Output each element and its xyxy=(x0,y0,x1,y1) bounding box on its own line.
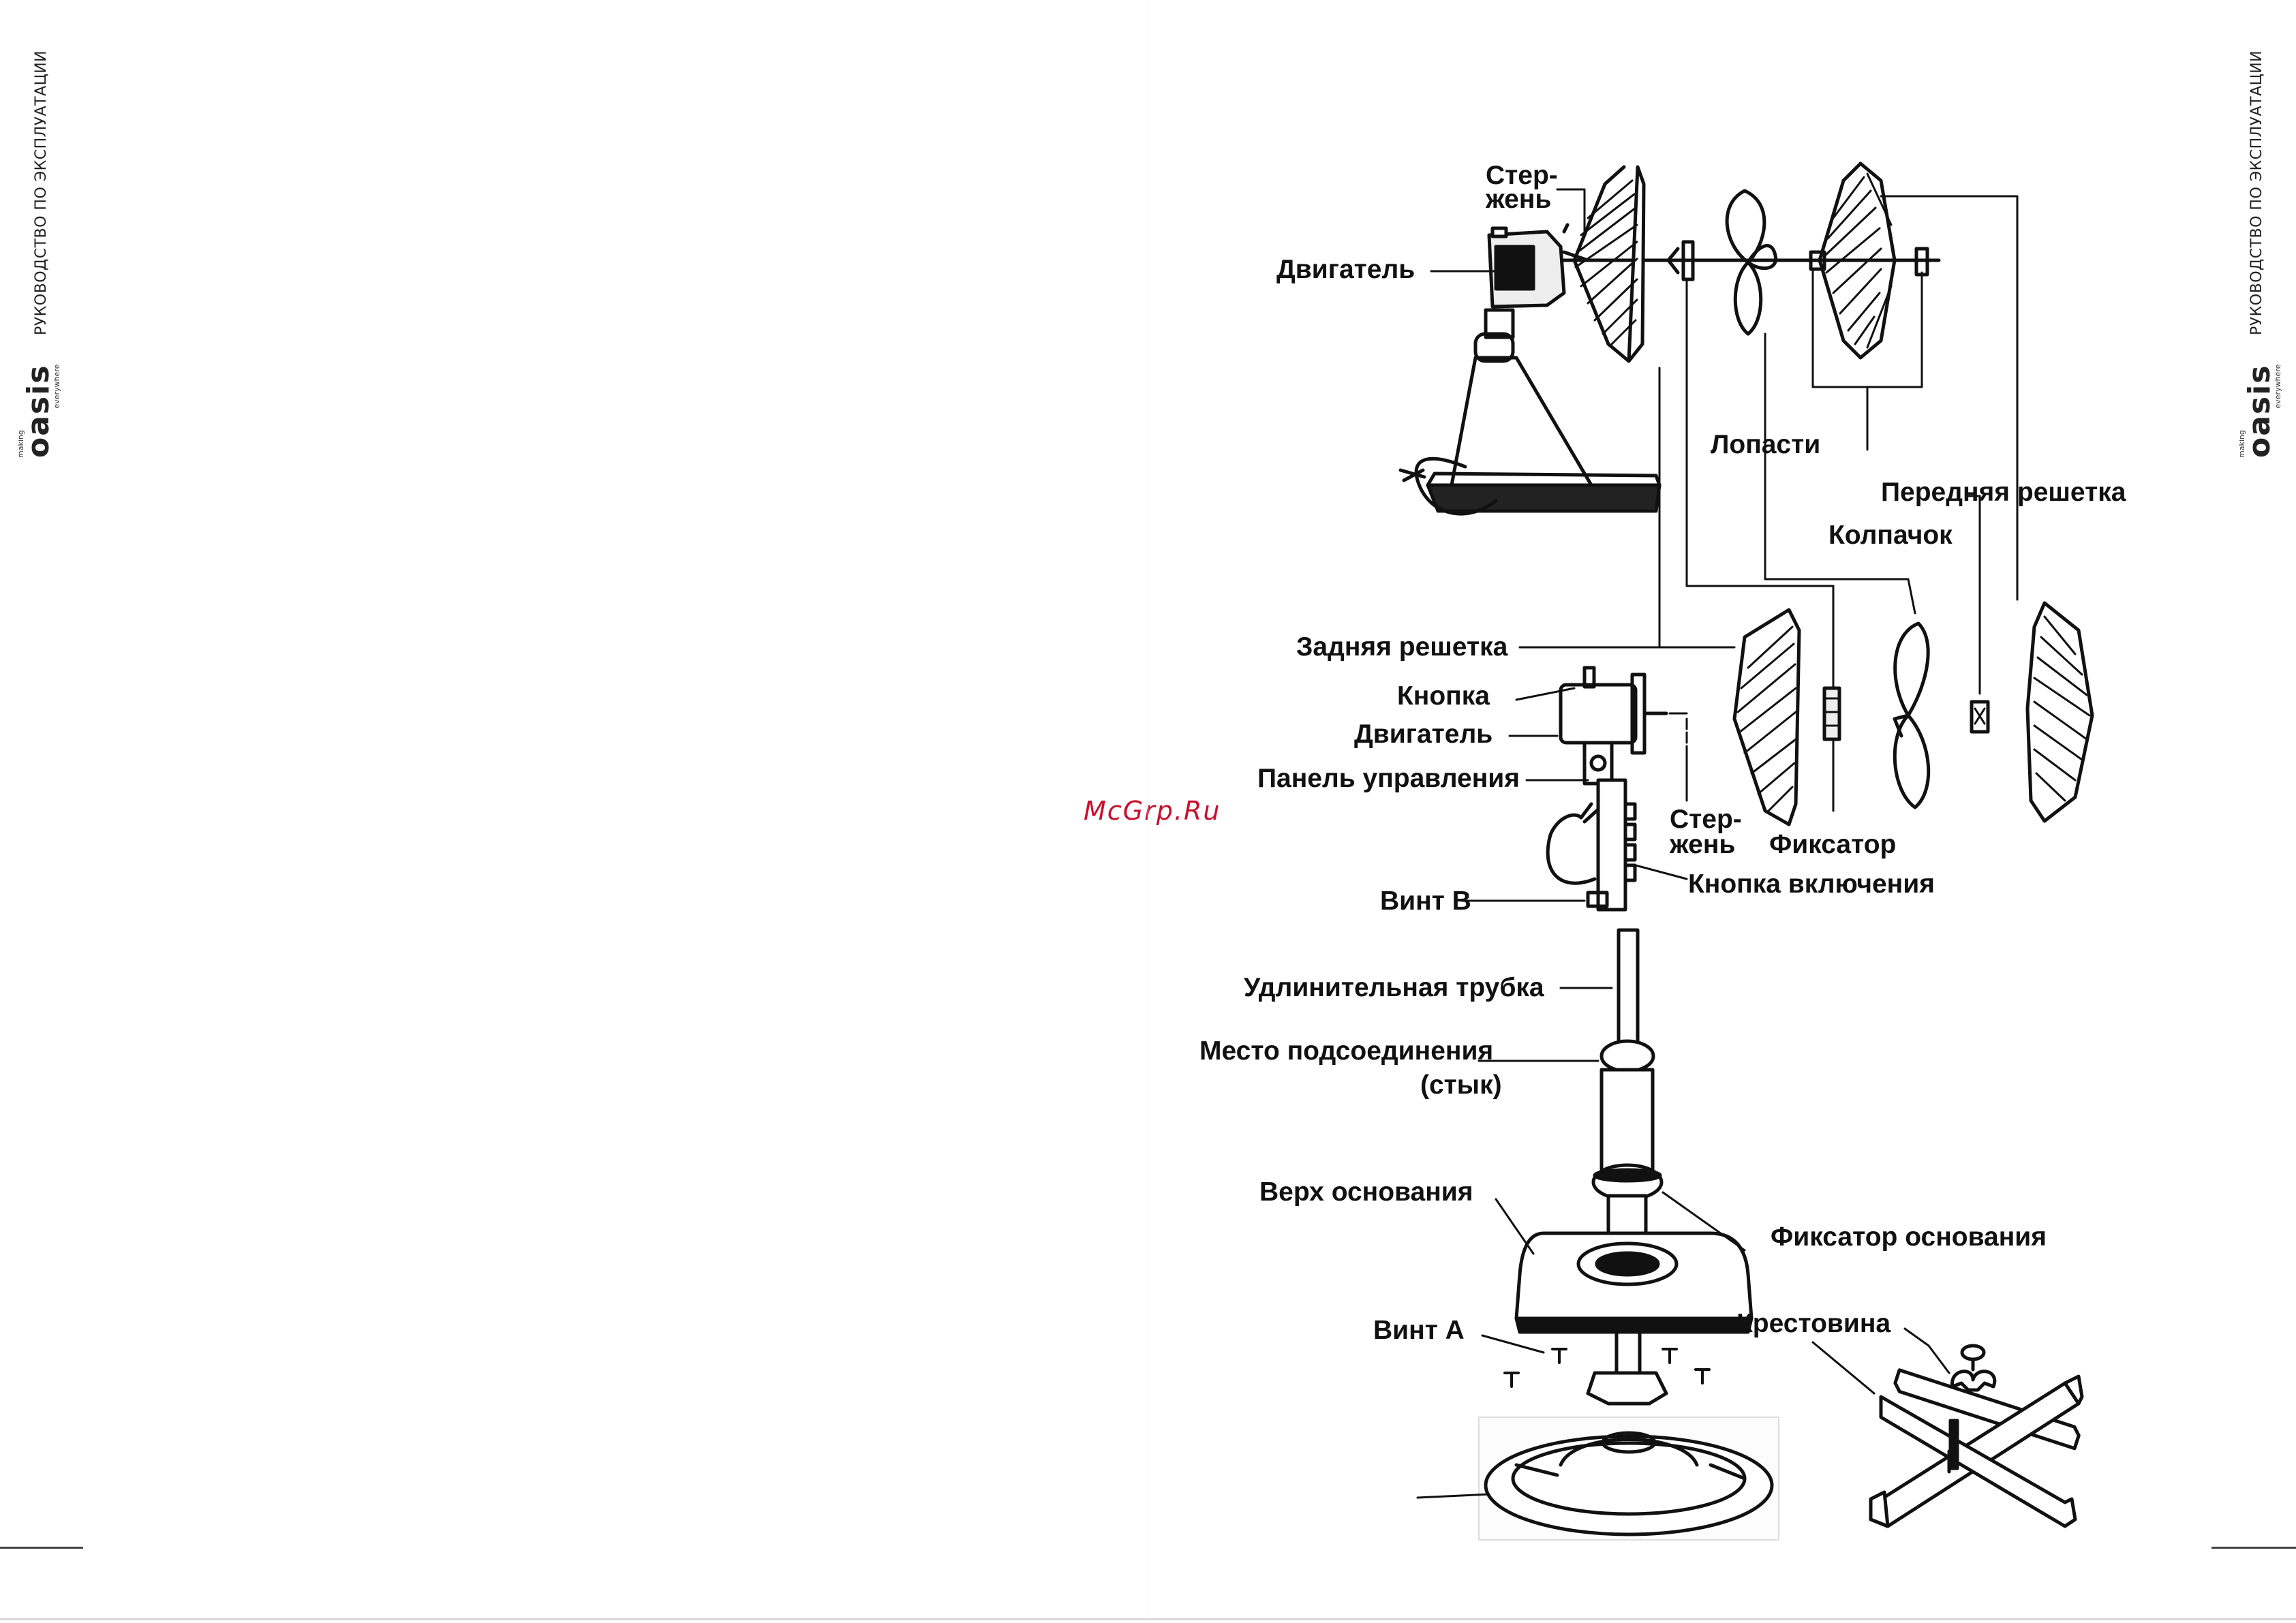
label-rod-2: жень xyxy=(1669,830,1735,859)
label-cap: Колпачок xyxy=(1828,521,1953,550)
label-control-panel: Панель управления xyxy=(1257,764,1520,793)
label-rear-grille: Задняя решетка xyxy=(1296,632,1508,662)
label-power-button: Кнопка включения xyxy=(1688,869,1935,899)
label-screw-b: Винт В xyxy=(1380,886,1471,916)
label-rod-top-2: жень xyxy=(1485,185,1551,214)
label-lock: Фиксатор xyxy=(1769,830,1896,859)
label-rod-top-1: Стер- xyxy=(1486,161,1558,190)
label-button: Кнопка xyxy=(1397,681,1490,711)
label-cross: Крестовина xyxy=(1736,1309,1891,1338)
label-screw-a: Винт А xyxy=(1373,1316,1465,1345)
footer-rule xyxy=(2211,1547,2296,1549)
label-extension-tube: Удлинительная трубка xyxy=(1244,973,1544,1002)
footer-rule xyxy=(0,1547,83,1549)
label-front-grille: Передняя решетка xyxy=(1881,478,2126,507)
watermark: McGrp.Ru xyxy=(1084,796,1221,826)
left-page: РУКОВОДСТВО ПО ЭКСПЛУАТАЦИИ making oasis… xyxy=(0,50,1219,1549)
label-base-top: Верх основания xyxy=(1259,1177,1473,1207)
label-rod-1: Стер- xyxy=(1670,805,1742,834)
bottom-border xyxy=(0,1618,2296,1620)
label-motor-top: Двигатель xyxy=(1276,255,1415,284)
right-page: РУКОВОДСТВО ПО ЭКСПЛУАТАЦИИ making oasis… xyxy=(1148,0,2296,1623)
label-motor: Двигатель xyxy=(1354,720,1493,749)
label-base-lock: Фиксатор основания xyxy=(1771,1222,2047,1252)
label-blades: Лопасти xyxy=(1711,430,1820,459)
label-joint-1: Место подсоединения xyxy=(1199,1036,1493,1066)
label-joint-2: (стык) xyxy=(1420,1070,1502,1100)
